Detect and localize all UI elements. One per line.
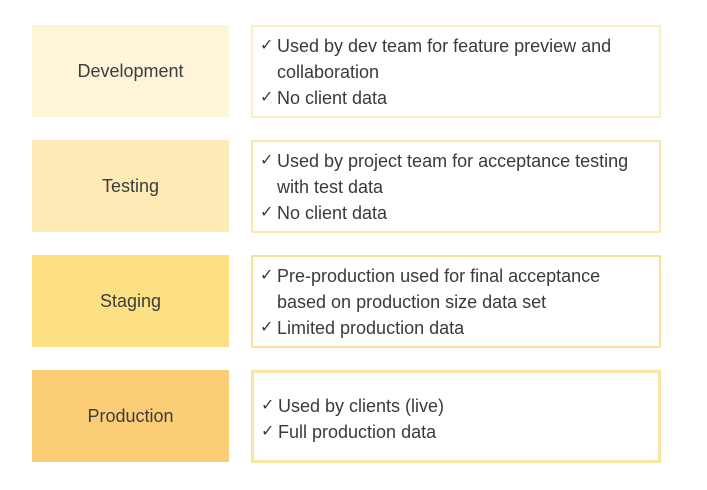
stage-name: Development bbox=[77, 60, 184, 81]
checkmark-icon: ✓ bbox=[260, 152, 274, 169]
bullet-item: ✓ Pre-production used for final acceptan… bbox=[260, 263, 651, 315]
stage-label-production: Production bbox=[32, 370, 229, 462]
checkmark-icon: ✓ bbox=[261, 397, 275, 414]
bullet-text: No client data bbox=[277, 88, 388, 108]
checkmark-icon: ✓ bbox=[260, 89, 274, 106]
stage-description-production: ✓ Used by clients (live) ✓ Full producti… bbox=[251, 370, 661, 463]
bullet-text: Used by project team for acceptance test… bbox=[277, 151, 629, 197]
stage-label-staging: Staging bbox=[32, 255, 229, 347]
checkmark-icon: ✓ bbox=[260, 267, 274, 284]
bullet-text: Pre-production used for final acceptance… bbox=[277, 266, 601, 312]
bullet-item: ✓ Used by dev team for feature preview a… bbox=[260, 33, 651, 85]
stage-label-development: Development bbox=[32, 25, 229, 117]
bullet-text: Used by dev team for feature preview and… bbox=[277, 36, 612, 82]
checkmark-icon: ✓ bbox=[261, 423, 275, 440]
bullet-item: ✓ No client data bbox=[260, 200, 651, 226]
bullet-item: ✓ Limited production data bbox=[260, 315, 651, 341]
stage-name: Testing bbox=[101, 175, 160, 196]
bullet-text: No client data bbox=[277, 203, 388, 223]
bullet-item: ✓ Used by project team for acceptance te… bbox=[260, 148, 651, 200]
checkmark-icon: ✓ bbox=[260, 204, 274, 221]
bullet-item: ✓ Full production data bbox=[261, 419, 650, 445]
bullet-text: Used by clients (live) bbox=[278, 396, 445, 416]
bullet-item: ✓ Used by clients (live) bbox=[261, 393, 650, 419]
stage-label-testing: Testing bbox=[32, 140, 229, 232]
bullet-item: ✓ No client data bbox=[260, 85, 651, 111]
stage-description-development: ✓ Used by dev team for feature preview a… bbox=[251, 25, 661, 118]
stage-name: Production bbox=[87, 405, 174, 426]
bullet-text: Limited production data bbox=[277, 318, 465, 338]
stage-description-staging: ✓ Pre-production used for final acceptan… bbox=[251, 255, 661, 348]
bullet-text: Full production data bbox=[278, 422, 437, 442]
checkmark-icon: ✓ bbox=[260, 37, 274, 54]
checkmark-icon: ✓ bbox=[260, 319, 274, 336]
stage-description-testing: ✓ Used by project team for acceptance te… bbox=[251, 140, 661, 233]
stage-name: Staging bbox=[99, 290, 162, 311]
